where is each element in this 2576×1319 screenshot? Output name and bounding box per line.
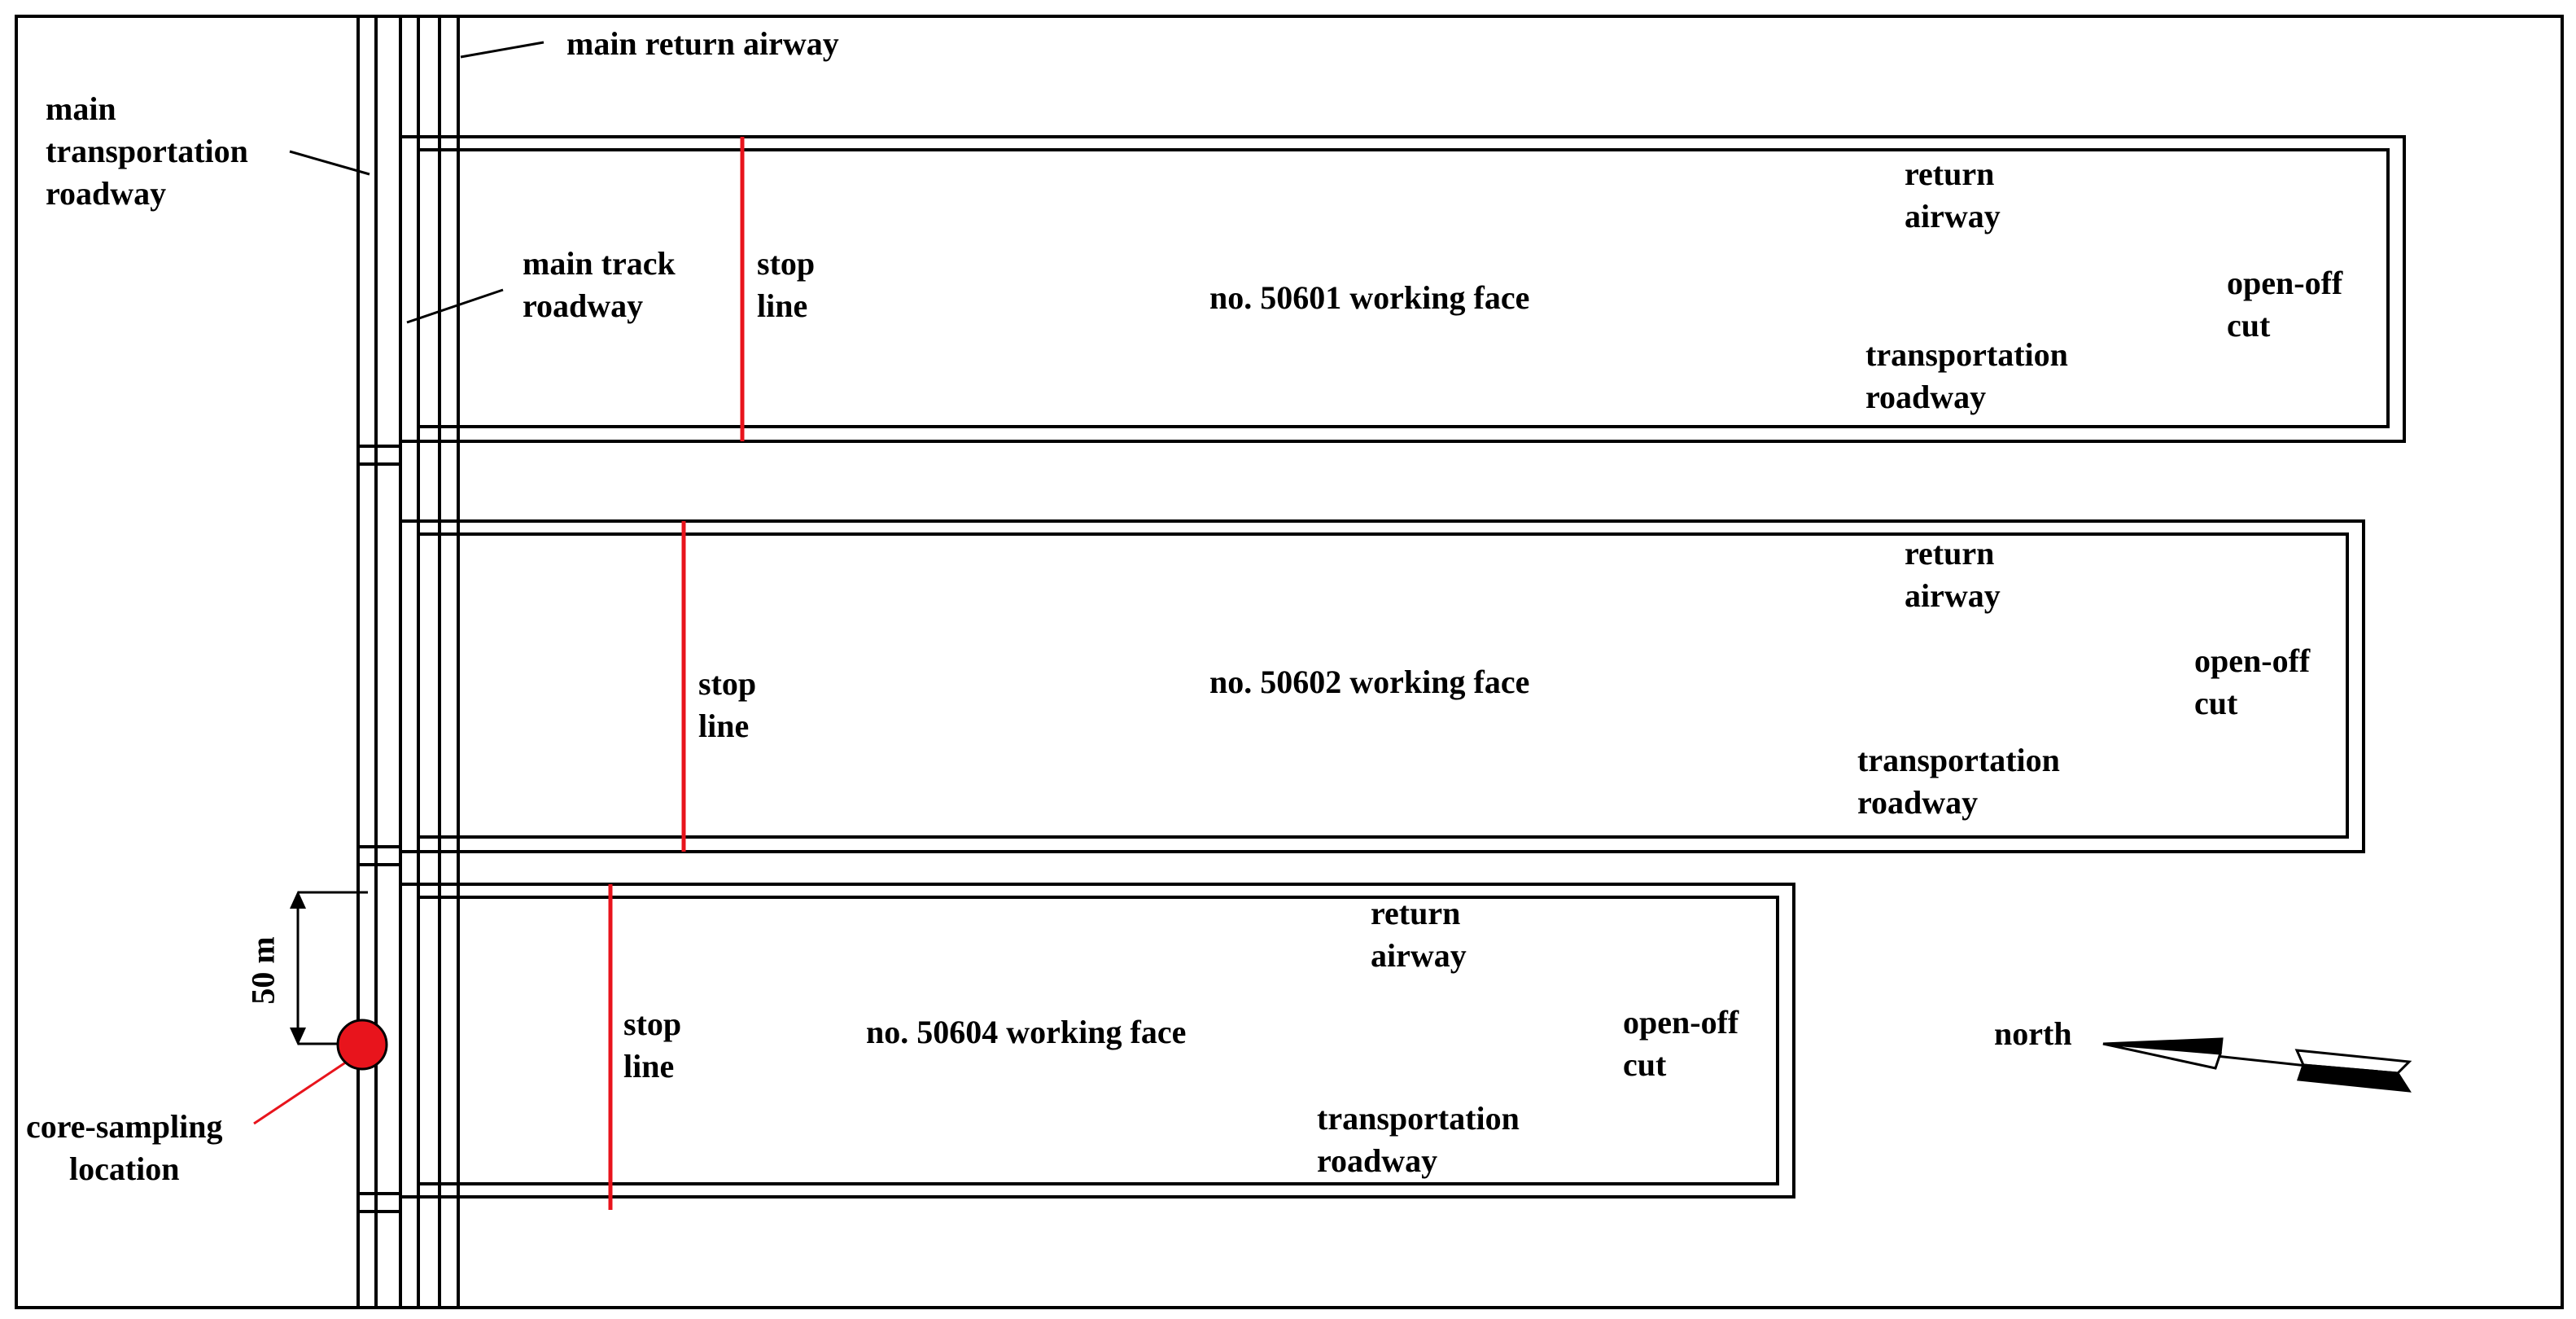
stop-line-label-50601: stop line <box>757 245 816 324</box>
panel-50601 <box>399 135 2406 443</box>
core-sampling-label: core-sampling location <box>26 1108 223 1187</box>
core-sampling-leader <box>253 1057 352 1125</box>
transportation-roadway-label-50604: transportation roadway <box>1317 1100 1520 1179</box>
return-airway-label-50602: return airway <box>1905 535 2001 614</box>
main-return-airway-lines <box>438 16 460 1308</box>
label-main-track-roadway: main track roadway <box>523 245 676 324</box>
stop-line-label-50602: stop line <box>698 665 757 744</box>
north-label: north <box>1994 1015 2072 1052</box>
leader-main-return-airway <box>460 41 545 59</box>
return-airway-label-50604: return airway <box>1371 895 1467 974</box>
cross-cut-lines <box>358 445 400 1213</box>
leader-main-track-roadway <box>406 288 504 324</box>
label-main-transportation-roadway: main transportation roadway <box>46 90 248 212</box>
scale-arrow-down <box>290 1028 306 1045</box>
leader-main-transportation-roadway <box>289 150 370 176</box>
outer-border <box>15 15 2564 1309</box>
scale-label: 50 m <box>244 936 282 1005</box>
panel-50604 <box>399 883 1795 1198</box>
panel-50602 <box>399 519 2365 853</box>
return-airway-label-50601: return airway <box>1905 156 2001 234</box>
label-main-return-airway: main return airway <box>566 25 839 62</box>
stop-line-label-50604: stop line <box>623 1006 682 1085</box>
open-off-cut-label-50602: open-off cut <box>2194 642 2311 721</box>
main-transportation-roadway-lines <box>356 16 378 1308</box>
scale-bar <box>296 891 368 1045</box>
transportation-roadway-label-50602: transportation roadway <box>1857 742 2060 821</box>
core-sampling-point <box>336 1019 388 1071</box>
north-arrow-icon <box>2102 1037 2412 1093</box>
working-face-name-50604: no. 50604 working face <box>866 1014 1187 1050</box>
transportation-roadway-label-50601: transportation roadway <box>1865 336 2068 415</box>
open-off-cut-label-50604: open-off cut <box>1623 1004 1739 1083</box>
working-face-name-50602: no. 50602 working face <box>1209 664 1530 700</box>
scale-arrow-up <box>290 891 306 909</box>
working-face-name-50601: no. 50601 working face <box>1209 279 1530 316</box>
open-off-cut-label-50601: open-off cut <box>2227 265 2343 344</box>
main-track-roadway-lines <box>399 16 420 1308</box>
